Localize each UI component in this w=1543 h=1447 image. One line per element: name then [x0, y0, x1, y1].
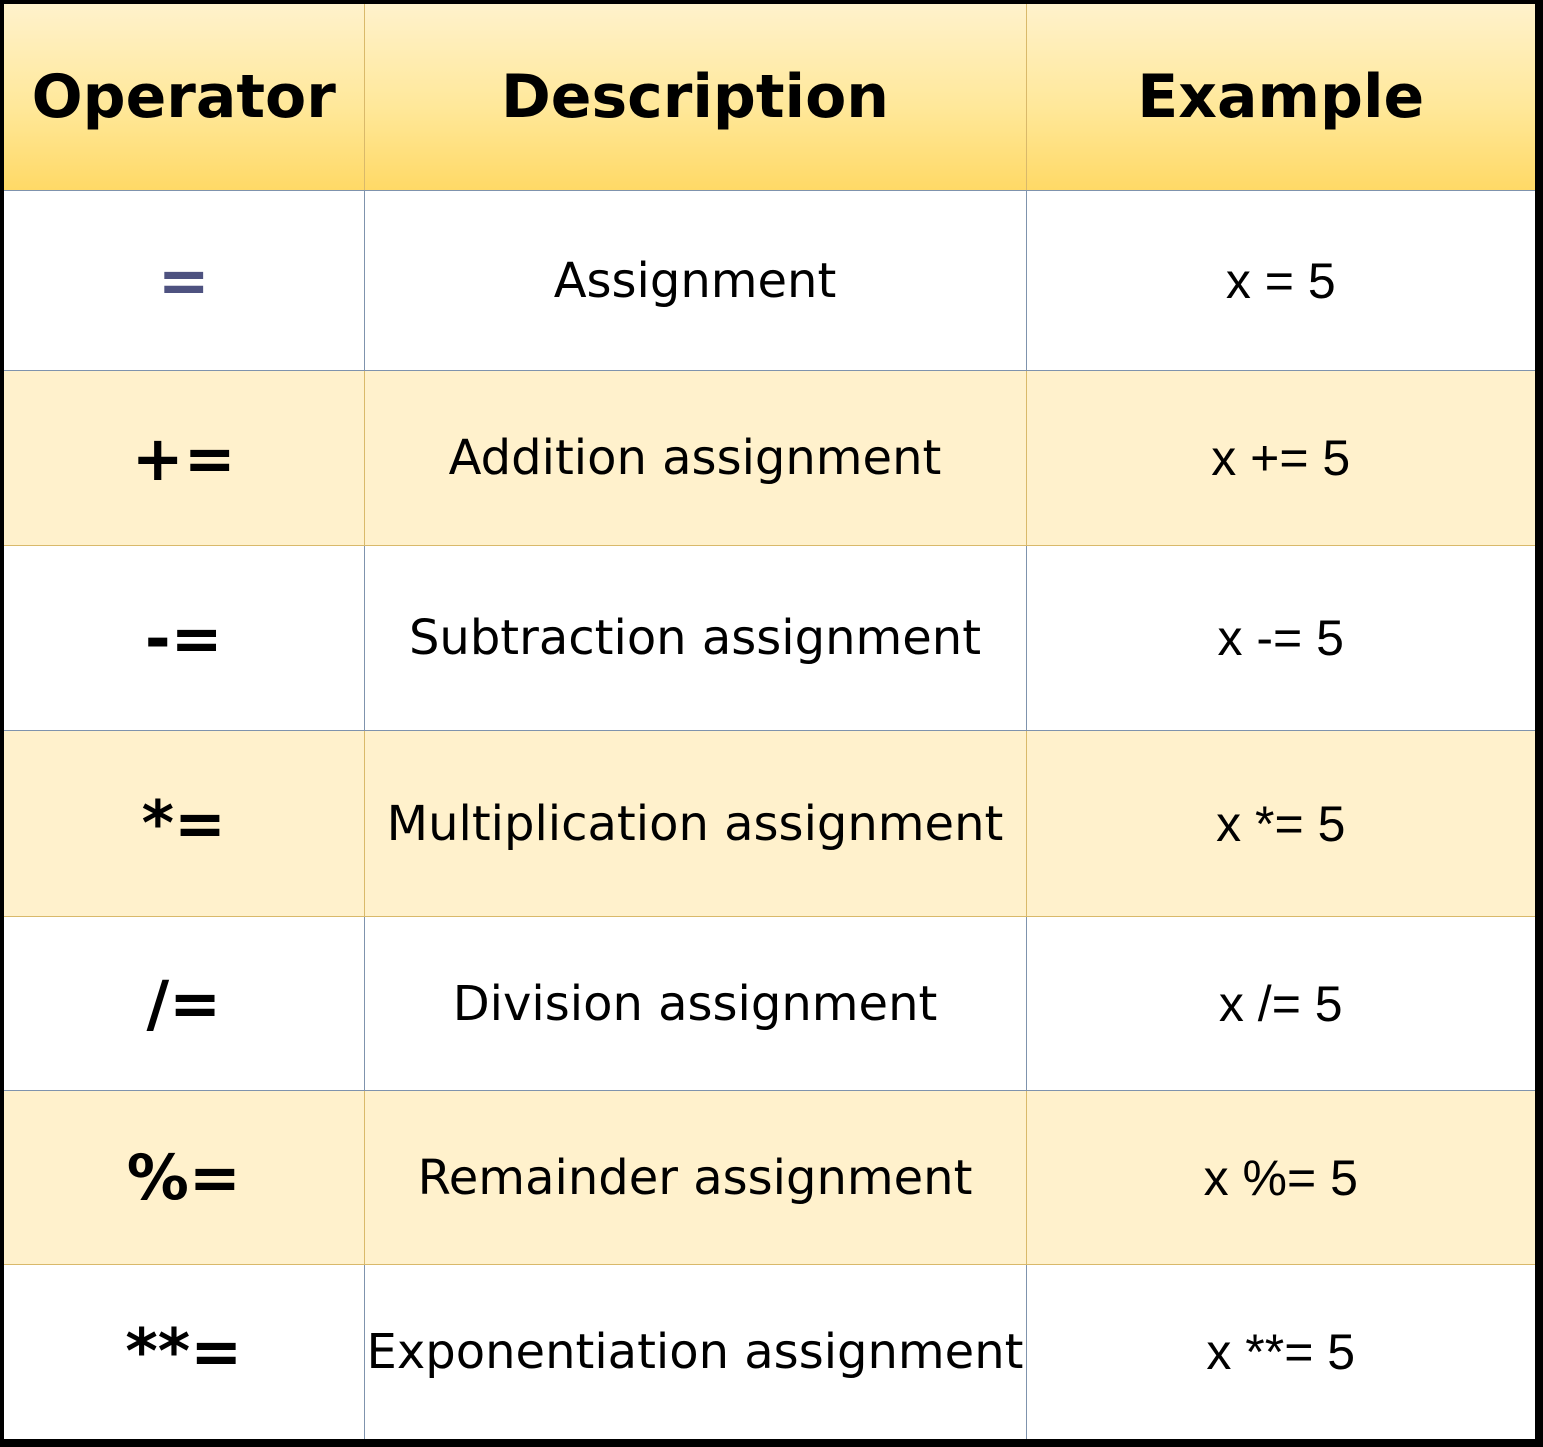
- operator-cell: **=: [4, 1264, 365, 1439]
- operator-cell: /=: [4, 916, 365, 1091]
- description-cell: Division assignment: [364, 916, 1027, 1091]
- example-cell: x -= 5: [1026, 545, 1535, 731]
- example-cell: x = 5: [1026, 190, 1535, 371]
- header-example: Example: [1026, 4, 1535, 191]
- header-description: Description: [364, 4, 1027, 191]
- operator-cell: *=: [4, 730, 365, 917]
- example-cell: x += 5: [1026, 370, 1535, 546]
- description-cell: Multiplication assignment: [364, 730, 1027, 917]
- assignment-operators-table: Operator Description Example = Assignmen…: [4, 4, 1535, 1439]
- example-cell: x **= 5: [1026, 1264, 1535, 1439]
- table-row: += Addition assignment x += 5: [4, 370, 1535, 546]
- example-cell: x *= 5: [1026, 730, 1535, 917]
- description-cell: Subtraction assignment: [364, 545, 1027, 731]
- operator-cell: %=: [4, 1090, 365, 1265]
- operator-cell: =: [4, 190, 365, 371]
- operator-cell: +=: [4, 370, 365, 546]
- table-row: %= Remainder assignment x %= 5: [4, 1090, 1535, 1265]
- table-row: = Assignment x = 5: [4, 190, 1535, 371]
- table-row: *= Multiplication assignment x *= 5: [4, 730, 1535, 917]
- header-row: Operator Description Example: [4, 4, 1535, 191]
- example-cell: x /= 5: [1026, 916, 1535, 1091]
- description-cell: Assignment: [364, 190, 1027, 371]
- description-cell: Addition assignment: [364, 370, 1027, 546]
- table-row: /= Division assignment x /= 5: [4, 916, 1535, 1091]
- description-cell: Remainder assignment: [364, 1090, 1027, 1265]
- table-row: -= Subtraction assignment x -= 5: [4, 545, 1535, 731]
- description-cell: Exponentiation assignment: [364, 1264, 1027, 1439]
- table-row: **= Exponentiation assignment x **= 5: [4, 1264, 1535, 1439]
- example-cell: x %= 5: [1026, 1090, 1535, 1265]
- header-operator: Operator: [4, 4, 365, 191]
- operators-table-frame: Operator Description Example = Assignmen…: [4, 4, 1535, 1439]
- operator-cell: -=: [4, 545, 365, 731]
